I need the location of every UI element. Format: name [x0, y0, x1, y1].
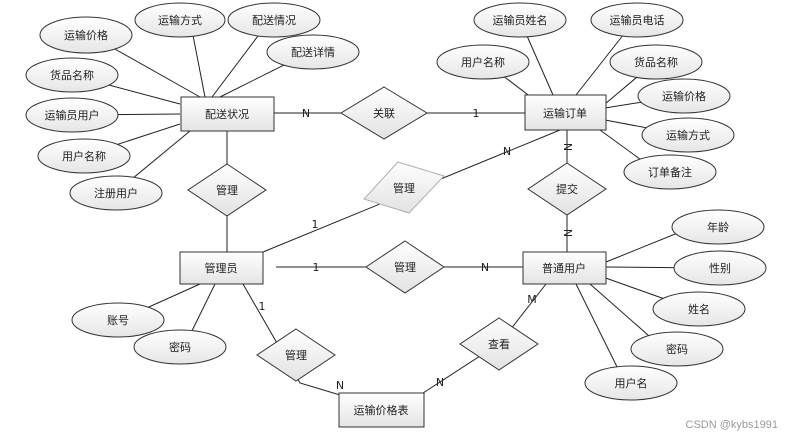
attribute-label: 运输价格 [64, 28, 108, 42]
oval-admin-account: 账号 [71, 302, 165, 338]
oval-status-goods-name: 货品名称 [25, 57, 119, 93]
attribute-label: 运输方式 [158, 13, 202, 27]
oval-order-transporter-name: 运输员姓名 [473, 2, 567, 38]
cardinality-label: N [561, 143, 574, 151]
entity-label: 配送状况 [205, 107, 249, 121]
attribute-label: 账号 [107, 314, 129, 327]
oval-order-transport-price: 运输价格 [637, 78, 731, 114]
entity-label: 运输订单 [543, 106, 587, 120]
attribute-label: 姓名 [688, 302, 710, 316]
oval-order-transport-method: 运输方式 [641, 117, 735, 153]
oval-status-transport-user: 运输员用户 [25, 97, 119, 133]
attribute-label: 用户名称 [62, 149, 106, 163]
entity-admin: 管理员 [179, 251, 264, 285]
entity-transport-order: 运输订单 [524, 94, 607, 131]
entity-label: 普通用户 [542, 261, 586, 275]
relationship-label: 查看 [488, 337, 510, 351]
attribute-label: 密码 [169, 340, 191, 354]
oval-admin-password: 密码 [133, 329, 227, 365]
attribute-label: 运输员用户 [45, 108, 100, 122]
relationship-label: 管理 [285, 348, 307, 362]
oval-user-name: 姓名 [652, 291, 746, 327]
relationship-label: 管理 [216, 183, 238, 197]
cardinality-label: N [302, 107, 310, 120]
relationship-label: 管理 [394, 260, 416, 274]
cardinality-label: 1 [313, 261, 320, 274]
cardinality-label: N [481, 261, 489, 274]
attribute-label: 配送情况 [252, 13, 296, 27]
diamond-manage-order: 管理 [363, 161, 445, 214]
attribute-label: 注册用户 [94, 186, 138, 200]
cardinality-label: N [436, 376, 444, 389]
diamond-link: 关联 [340, 86, 428, 140]
attribute-label: 货品名称 [634, 55, 678, 69]
entity-regular-user: 普通用户 [522, 251, 607, 285]
oval-order-transporter-phone: 运输员电话 [590, 2, 684, 38]
relationship-label: 关联 [373, 106, 395, 120]
relationship-label: 管理 [393, 181, 415, 195]
attribute-label: 运输价格 [662, 89, 706, 103]
cardinality-label: N [503, 145, 511, 158]
oval-order-goods-name: 货品名称 [609, 44, 703, 80]
attribute-label: 用户名 [615, 376, 648, 390]
oval-user-gender: 性别 [673, 250, 767, 286]
attribute-label: 货品名称 [50, 68, 94, 82]
entity-label: 运输价格表 [354, 403, 409, 417]
attribute-label: 运输员姓名 [493, 13, 548, 27]
oval-status-delivery-info: 配送情况 [227, 2, 321, 38]
cardinality-label: 1 [259, 300, 266, 313]
oval-user-age: 年龄 [671, 209, 765, 245]
oval-user-username: 用户名 [584, 365, 678, 401]
oval-order-remark: 订单备注 [623, 154, 717, 190]
attribute-label: 运输员电话 [610, 13, 665, 27]
watermark-text: CSDN @kybs1991 [686, 419, 778, 431]
diamond-view-price: 查看 [459, 317, 539, 371]
attribute-label: 年龄 [707, 220, 729, 234]
attribute-label: 用户名称 [461, 55, 505, 69]
oval-status-registered-user: 注册用户 [69, 175, 163, 211]
oval-user-password: 密码 [630, 331, 724, 367]
cardinality-label: 1 [473, 107, 480, 120]
attribute-label: 订单备注 [648, 165, 692, 179]
cardinality-label: 1 [312, 218, 319, 231]
diamond-manage-price: 管理 [256, 328, 336, 382]
attribute-label: 运输方式 [666, 128, 710, 142]
connector-line [242, 283, 341, 396]
diamond-manage-status: 管理 [187, 163, 267, 217]
oval-status-transport-method: 运输方式 [134, 2, 226, 38]
relationship-label: 提交 [556, 182, 578, 196]
cardinality-label: M [527, 293, 537, 306]
entity-price-list: 运输价格表 [338, 392, 425, 428]
oval-order-user-name: 用户名称 [436, 44, 530, 80]
attribute-label: 性别 [709, 261, 731, 275]
diamond-manage-user: 管理 [365, 240, 445, 294]
attribute-label: 配送详情 [291, 45, 335, 59]
oval-status-user-name: 用户名称 [37, 138, 131, 174]
cardinality-label: N [561, 229, 574, 237]
attribute-label: 密码 [666, 342, 688, 356]
oval-status-transport-price: 运输价格 [39, 16, 133, 54]
oval-status-delivery-detail: 配送详情 [266, 34, 360, 70]
entity-label: 管理员 [205, 261, 238, 275]
diamond-submit: 提交 [527, 162, 607, 216]
entity-delivery-status: 配送状况 [180, 96, 275, 132]
cardinality-label: N [336, 379, 344, 392]
